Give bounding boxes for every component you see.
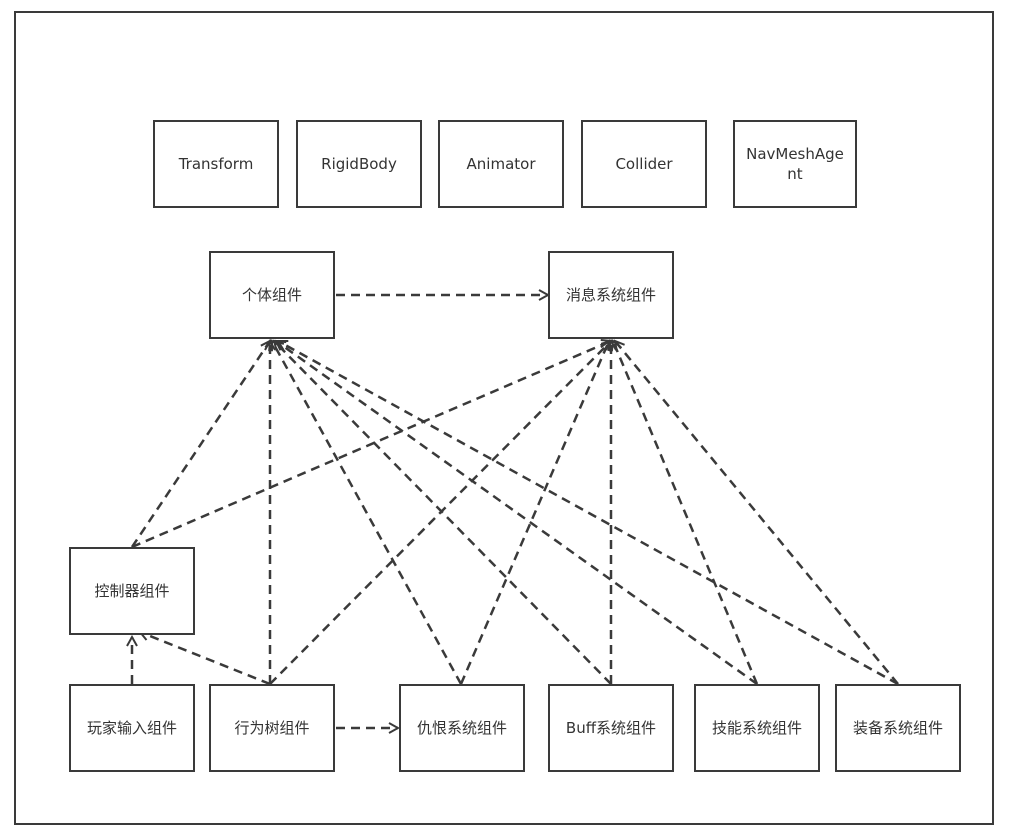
edge-buff-to-individual (274, 341, 612, 685)
node-label: 行为树组件 (234, 719, 310, 737)
node-player-input: 玩家输入组件 (69, 684, 195, 772)
node-label: 个体组件 (241, 286, 302, 304)
node-animator: Animator (438, 120, 564, 208)
edge-skill-to-individual (276, 341, 758, 686)
node-label: 装备系统组件 (852, 719, 943, 737)
edge-hatred-to-message (459, 341, 609, 685)
node-label: 玩家输入组件 (86, 719, 177, 737)
node-equipment: 装备系统组件 (835, 684, 961, 772)
node-label: Transform (178, 155, 254, 173)
edge-hatred-to-individual (270, 341, 463, 685)
node-label: 技能系统组件 (711, 719, 802, 737)
node-navmeshagent: NavMeshAgent (733, 120, 857, 208)
edge-skill-to-message (613, 341, 759, 685)
node-label: NavMeshAgent (746, 145, 844, 183)
node-buff: Buff系统组件 (548, 684, 674, 772)
edge-equipment-to-individual (278, 339, 899, 686)
node-label: Animator (466, 155, 536, 173)
node-label: 控制器组件 (94, 582, 170, 600)
node-label: RigidBody (321, 155, 397, 173)
node-label: Buff系统组件 (565, 719, 657, 737)
node-skill: 技能系统组件 (694, 684, 820, 772)
node-label: 仇恨系统组件 (416, 719, 507, 737)
node-label: 消息系统组件 (565, 286, 656, 304)
node-rigidbody: RigidBody (296, 120, 422, 208)
node-hatred: 仇恨系统组件 (399, 684, 525, 772)
node-label: Collider (615, 155, 673, 173)
node-collider: Collider (581, 120, 707, 208)
edge-equipment-to-message (615, 341, 899, 685)
edge-behavior_tree-to-controller (140, 632, 271, 686)
edge-behavior_tree-to-message (269, 341, 611, 685)
node-controller: 控制器组件 (69, 547, 195, 635)
node-transform: Transform (153, 120, 279, 208)
edge-controller-to-individual (130, 341, 270, 548)
node-message: 消息系统组件 (548, 251, 674, 339)
edge-controller-to-message (131, 341, 611, 549)
diagram-frame (14, 11, 994, 825)
node-individual: 个体组件 (209, 251, 335, 339)
node-behavior-tree: 行为树组件 (209, 684, 335, 772)
